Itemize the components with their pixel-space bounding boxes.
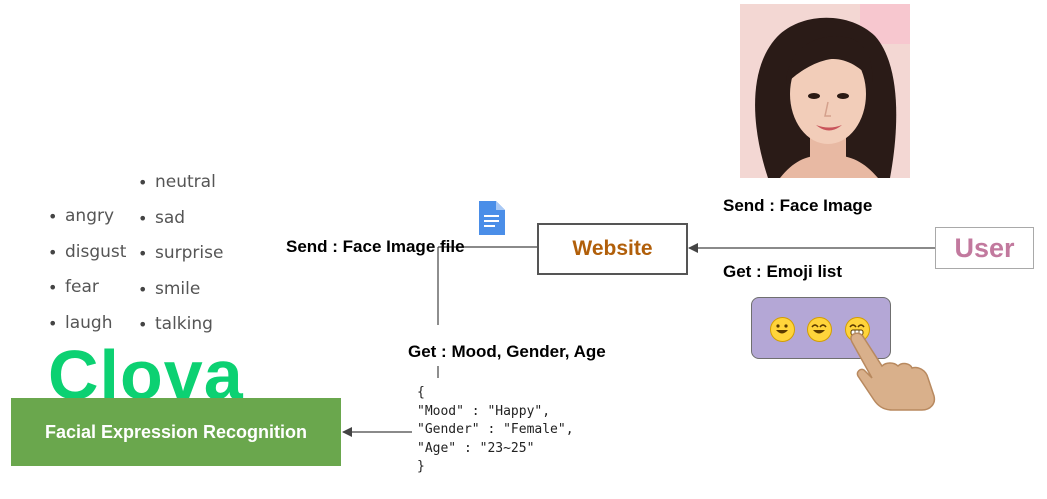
emotion-item: smile bbox=[138, 272, 223, 308]
facial-expression-recognition-label: Facial Expression Recognition bbox=[44, 421, 308, 442]
emotion-list-left: angry disgust fear laugh bbox=[48, 199, 126, 341]
emoji-list-panel[interactable] bbox=[751, 297, 891, 359]
emotion-item: fear bbox=[48, 270, 126, 306]
document-file-icon bbox=[477, 200, 507, 241]
emotion-item: disgust bbox=[48, 235, 126, 271]
get-mood-gender-age-label: Get : Mood, Gender, Age bbox=[408, 342, 606, 361]
user-label: User bbox=[954, 232, 1015, 263]
json-close-brace: } bbox=[417, 459, 425, 474]
website-box: Website bbox=[537, 223, 688, 275]
send-face-image-file-label: Send : Face Image file bbox=[286, 237, 465, 256]
facial-expression-recognition-box: Facial Expression Recognition bbox=[11, 398, 341, 466]
face-photo bbox=[740, 4, 910, 178]
emotion-item: angry bbox=[48, 199, 126, 235]
website-label: Website bbox=[572, 237, 653, 260]
grinning-face-icon[interactable] bbox=[770, 317, 795, 342]
emotion-item: surprise bbox=[138, 236, 223, 272]
response-json: { "Mood" : "Happy", "Gender" : "Female", "A… bbox=[417, 384, 574, 477]
pointing-hand-icon bbox=[848, 330, 940, 419]
emotion-item: talking bbox=[138, 307, 223, 343]
grinning-smiling-eyes-icon[interactable] bbox=[807, 317, 832, 342]
emotion-list-right: neutral sad surprise smile talking bbox=[138, 165, 223, 343]
user-box: User bbox=[935, 227, 1034, 269]
emotion-item: sad bbox=[138, 201, 223, 237]
grimacing-face-icon[interactable] bbox=[845, 317, 870, 342]
send-face-image-label: Send : Face Image bbox=[723, 196, 873, 215]
get-emoji-list-label: Get : Emoji list bbox=[723, 262, 843, 281]
emotion-item: laugh bbox=[48, 306, 126, 342]
json-gender-line: "Gender" : "Female", bbox=[417, 422, 574, 437]
json-mood-line: "Mood" : "Happy", bbox=[417, 403, 551, 419]
json-age-line: "Age" : "23~25" bbox=[417, 440, 535, 456]
json-open-brace: { bbox=[417, 385, 425, 400]
emotion-item: neutral bbox=[138, 165, 223, 201]
